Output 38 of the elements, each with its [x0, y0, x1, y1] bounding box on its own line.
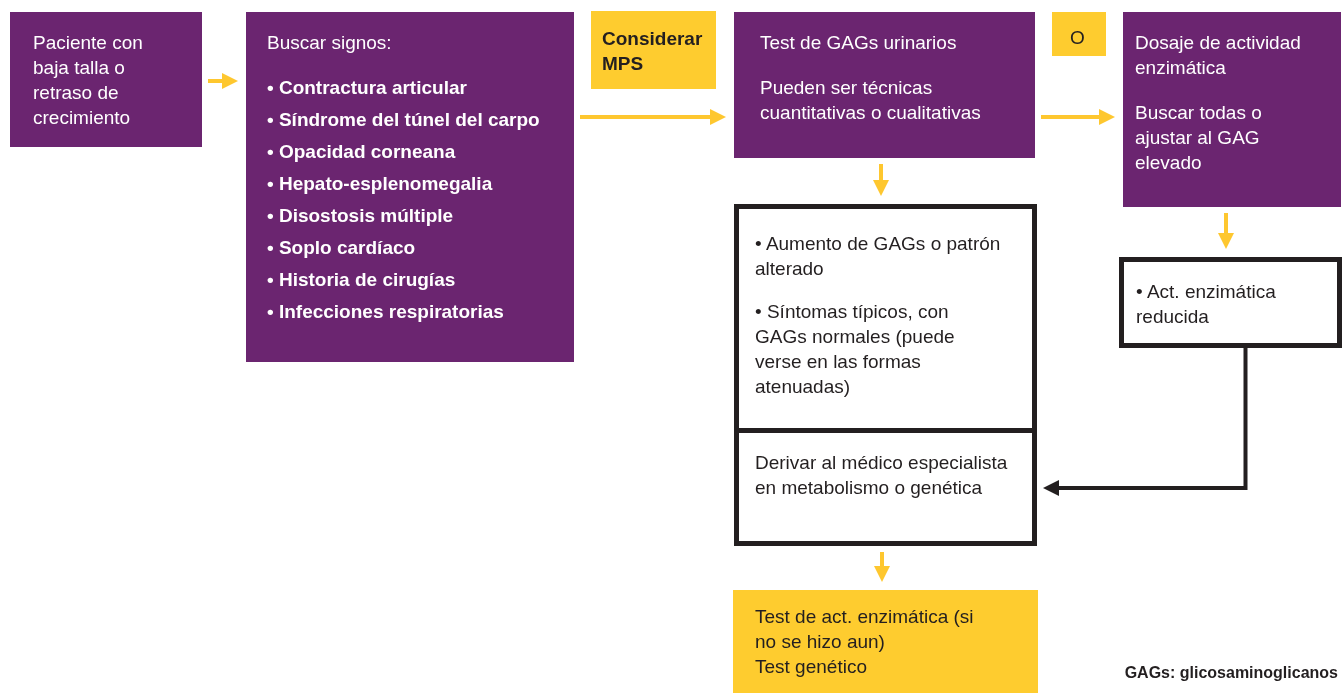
bullet-item: • Hepato-esplenomegalia: [267, 172, 494, 196]
node-text: Dosaje de actividad enzimática: [1135, 31, 1301, 80]
arrow: [874, 552, 890, 582]
arrow: [873, 164, 889, 196]
bullet-item: • Infecciones respiratorias: [267, 300, 505, 324]
node-text: O: [1070, 26, 1086, 50]
node-text: Test de GAGs urinarios: [760, 31, 958, 55]
node-text: • Act. enzimática reducida: [1136, 280, 1277, 329]
bullet-item: • Contractura articular: [267, 76, 468, 100]
arrow: [1041, 109, 1115, 125]
note-box: [1052, 12, 1106, 56]
arrow: [208, 73, 238, 89]
bullet-item: • Síndrome del túnel del carpo: [267, 108, 541, 132]
process-box: [1123, 12, 1341, 207]
node-text: • Síntomas típicos, con GAGs normales (puede verse en las formas atenuadas): [755, 300, 956, 399]
node-text: Paciente con baja talla o retraso de crecimiento: [33, 31, 144, 130]
process-box: [734, 12, 1035, 158]
bullet-item: • Disostosis múltiple: [267, 204, 455, 228]
outcome-box: [733, 590, 1038, 693]
bullet-item: • Opacidad corneana: [267, 140, 457, 164]
arrow: [1218, 213, 1234, 249]
bullet-item: • Soplo cardíaco: [267, 236, 417, 260]
process-box: [246, 12, 574, 362]
node-text: Test de act. enzimática (si no se hizo aun): [755, 605, 975, 654]
arrow: [1043, 348, 1248, 496]
arrow: [580, 109, 726, 125]
result-box: [1119, 257, 1342, 348]
note-box: [591, 11, 716, 89]
process-box: [10, 12, 202, 147]
node-text: Test genético: [755, 655, 868, 679]
node-text: Considerar MPS: [602, 27, 704, 76]
node-text: Buscar todas o ajustar al GAG elevado: [1135, 101, 1263, 175]
node-text: Pueden ser técnicas cuantitativas o cualitativas: [760, 76, 982, 125]
bullet-item: • Historia de cirugías: [267, 268, 457, 292]
node-text: Buscar signos:: [267, 31, 393, 55]
node-text: Derivar al médico especialista en metabolismo o genética: [755, 451, 1009, 500]
footnote: GAGs: glicosaminoglicanos: [1124, 664, 1338, 682]
node-text: • Aumento de GAGs o patrón alterado: [755, 232, 1002, 281]
